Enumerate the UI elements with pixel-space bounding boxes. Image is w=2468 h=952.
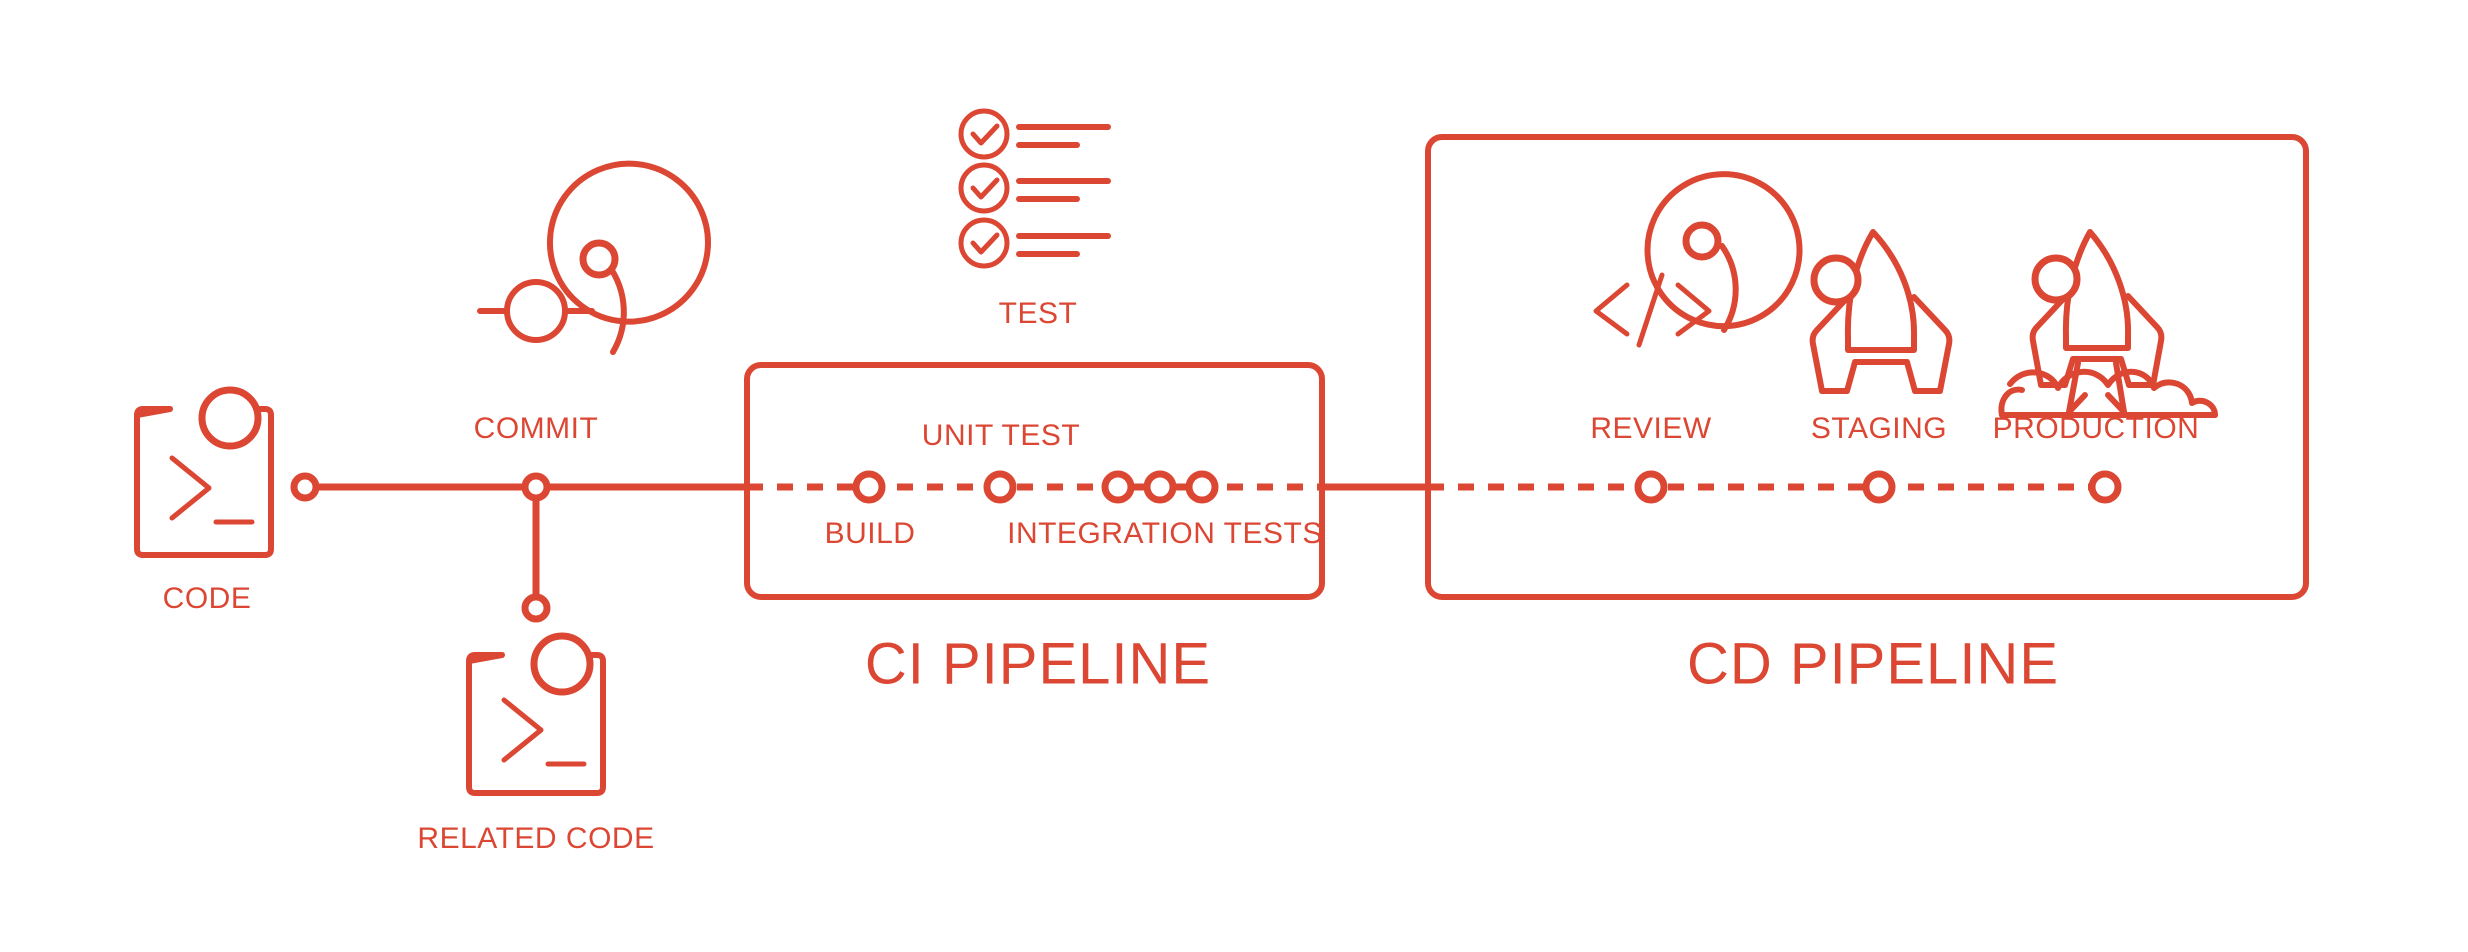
production-rocket-launch-icon-group (1998, 229, 2218, 418)
commit-satellite-circle (579, 239, 619, 279)
test-label: TEST (999, 297, 1078, 330)
staging-dot (1862, 470, 1896, 504)
staging-porthole-circle (1810, 254, 1862, 306)
check-circle-3 (958, 217, 1010, 269)
code-rail-dot (290, 472, 320, 502)
review-satellite-circle (1682, 221, 1722, 261)
code-label: CODE (163, 582, 252, 615)
check-circle-2 (958, 162, 1010, 214)
review-icon-group (1593, 171, 1803, 348)
production-label: PRODUCTION (1993, 412, 2200, 445)
ci-pipeline-box (744, 362, 1325, 600)
related-code-label: RELATED CODE (417, 822, 654, 855)
production-dot (2088, 470, 2122, 504)
check-circle-1 (958, 108, 1010, 160)
review-label: REVIEW (1590, 412, 1712, 445)
test-checklist-icon-group (958, 108, 1111, 269)
cd-pipeline-box (1425, 134, 2309, 600)
integration-test-dot-3 (1185, 470, 1219, 504)
ci-pipeline-title: CI PIPELINE (865, 631, 1211, 696)
commit-icon-group (477, 160, 711, 355)
integration-test-dot-1 (1101, 470, 1135, 504)
related-code-icon-group (466, 632, 606, 796)
build-label: BUILD (825, 517, 916, 550)
integration-tests-label: INTEGRATION TESTS (1007, 517, 1323, 550)
commit-center-circle (504, 279, 568, 343)
code-badge-circle (198, 386, 262, 450)
production-porthole-circle (2031, 254, 2081, 304)
staging-rocket-icon-group (1809, 229, 1953, 394)
integration-test-dot-2 (1143, 470, 1177, 504)
cd-pipeline-title: CD PIPELINE (1687, 631, 2059, 696)
review-dot (1634, 470, 1668, 504)
related-code-badge-circle (530, 632, 594, 696)
build-dot (852, 470, 886, 504)
related-code-branch-dot (521, 593, 551, 623)
unit-test-dot (983, 470, 1017, 504)
unit-test-label: UNIT TEST (922, 419, 1080, 452)
staging-label: STAGING (1811, 412, 1947, 445)
code-icon-group (134, 386, 274, 558)
commit-rail-dot (521, 472, 551, 502)
commit-label: COMMIT (474, 412, 599, 445)
